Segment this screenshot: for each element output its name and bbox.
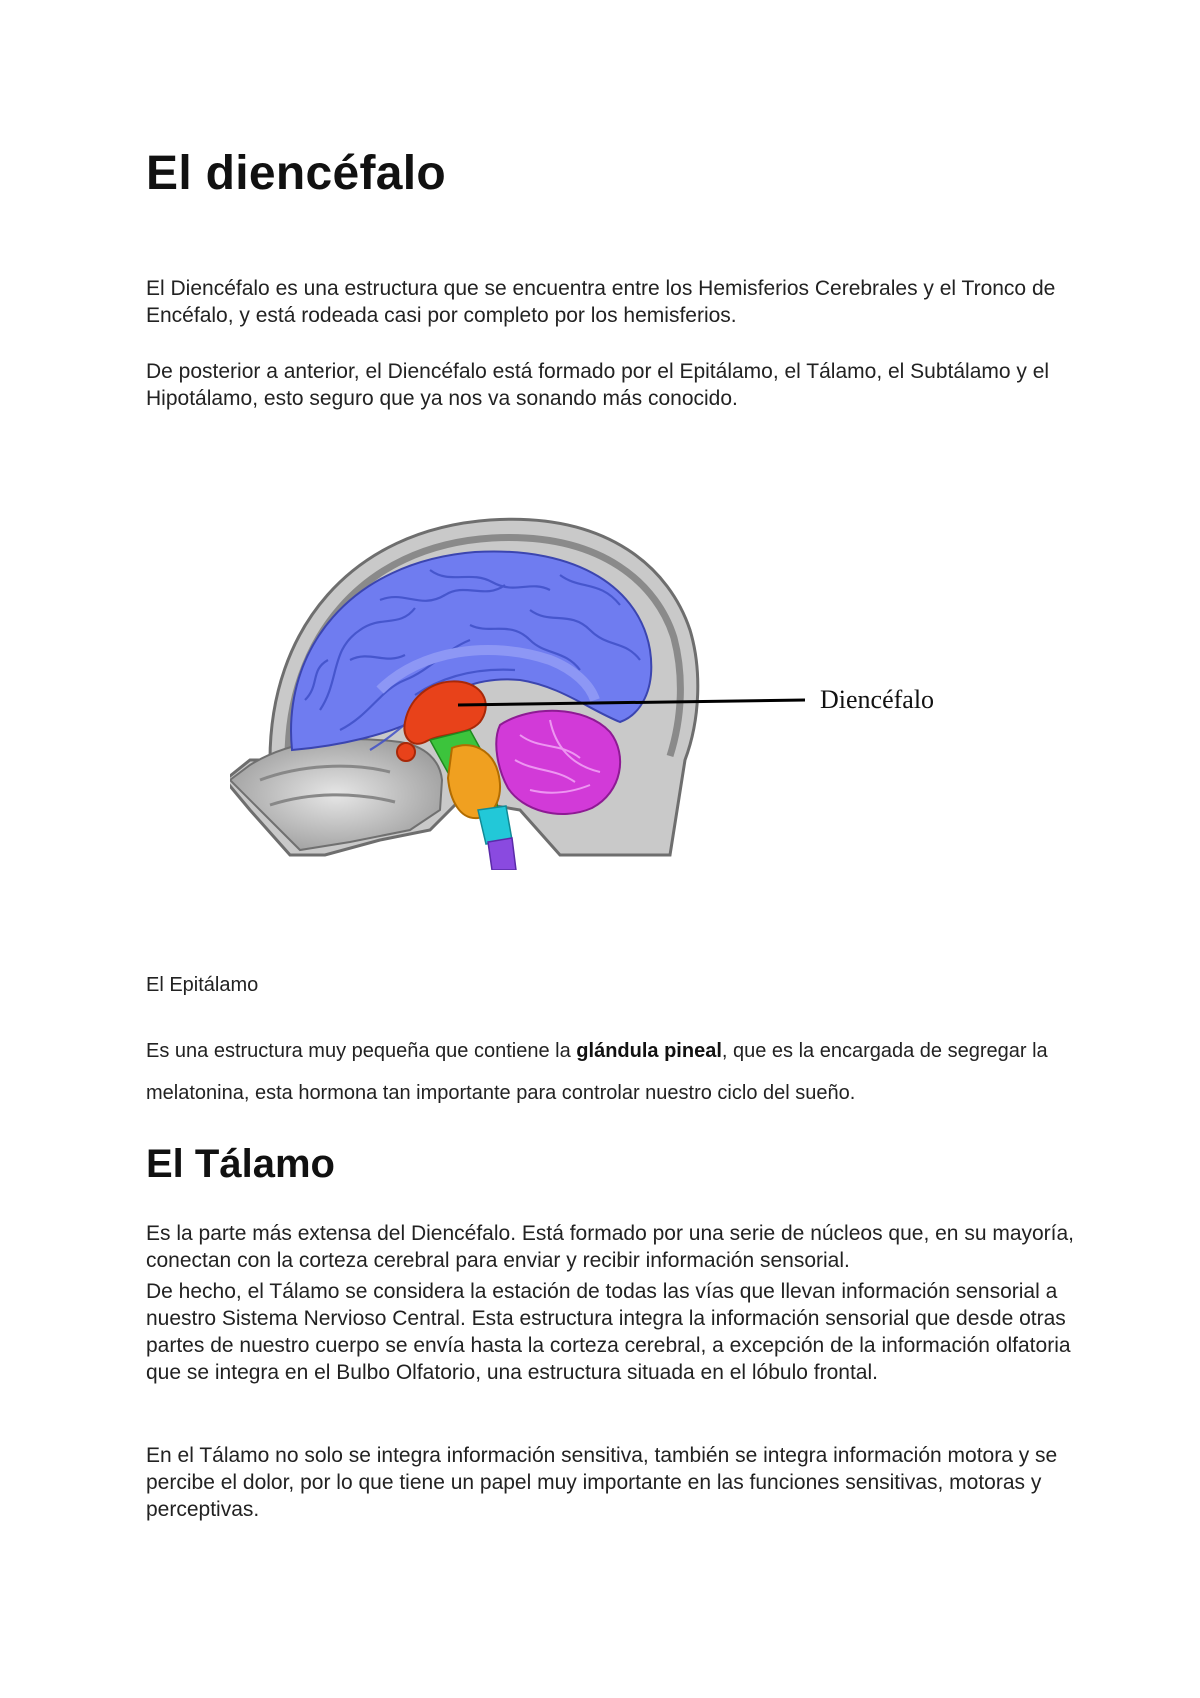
pons [446,744,501,820]
diencephalon [403,680,487,745]
intro-paragraph-2: De posterior a anterior, el Diencéfalo e… [146,360,1050,410]
talamo-heading: El Tálamo [146,1142,335,1186]
epitalamo-heading: El Epitálamo [146,974,259,996]
brain-sagittal-illustration: Diencéfalo [230,517,934,870]
epitalamo-text-before: Es una estructura muy pequeña que contie… [146,1040,577,1062]
talamo-paragraph-2: De hecho, el Tálamo se considera la esta… [146,1280,1071,1384]
cerebellum [495,709,622,815]
epitalamo-paragraph: Es una estructura muy pequeña que contie… [146,1030,1076,1114]
talamo-paragraph-1: Es la parte más extensa del Diencéfalo. … [146,1222,1075,1272]
page-title: El diencéfalo [146,147,446,200]
talamo-paragraph-3: En el Tálamo no solo se integra informac… [146,1444,1058,1521]
intro-paragraph-1: El Diencéfalo es una estructura que se e… [146,277,1056,327]
epitalamo-text-after: , que es la encargada de segregar la mel… [146,1040,1048,1104]
diencefalo-pointer-line [457,698,806,707]
spinal-cord [487,837,517,870]
diencefalo-label: Diencéfalo [820,685,934,714]
glandula-pineal-bold: glándula pineal [576,1040,722,1062]
